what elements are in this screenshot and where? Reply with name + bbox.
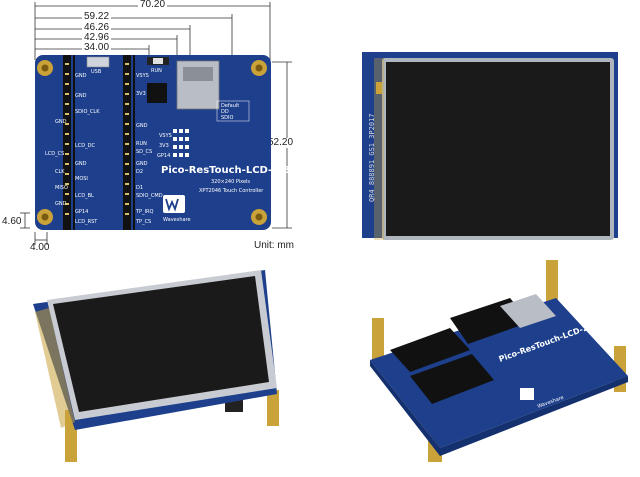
perspective-view-right: Pico-ResTouch-LCD-2.8 Waveshare [360, 258, 635, 468]
svg-text:GP14: GP14 [75, 209, 88, 215]
svg-text:DD: DD [221, 109, 229, 115]
svg-text:SDIO_CLK: SDIO_CLK [75, 109, 100, 115]
svg-text:CLK: CLK [55, 169, 65, 175]
dim-52-20: 52.20 [268, 137, 294, 148]
svg-text:RUN: RUN [136, 141, 147, 147]
dim-34-00: 34.00 [82, 42, 112, 53]
svg-text:SD_CS: SD_CS [136, 149, 152, 155]
svg-text:GND: GND [55, 201, 67, 207]
svg-text:MOSI: MOSI [75, 176, 88, 182]
left-pin-labels: GND GND SDIO_CLK GND LCD_DC LCD_CS GND C… [45, 73, 100, 225]
dim-42-96: 42.96 [82, 32, 112, 43]
run-label: RUN [151, 68, 162, 74]
usb-label: USB [91, 69, 102, 75]
svg-text:SDIO: SDIO [221, 115, 233, 121]
board-title: Pico-ResTouch-LCD-2.8 [161, 165, 290, 176]
fpc-text: QR4 888891 GS1 3P2017 [368, 113, 376, 202]
dim-59-22: 59.22 [82, 11, 112, 22]
svg-text:3V3: 3V3 [136, 91, 146, 97]
svg-text:LCD_CS: LCD_CS [45, 151, 64, 157]
svg-text:LCD_BL: LCD_BL [75, 193, 94, 199]
brand-label: Waveshare [163, 217, 191, 223]
dim-46-26: 46.26 [82, 22, 112, 33]
svg-text:D1: D1 [136, 185, 143, 191]
svg-text:GND: GND [75, 93, 87, 99]
mini-labels: Default DD SDIO [216, 100, 250, 122]
svg-text:GND: GND [75, 161, 87, 167]
svg-text:Default: Default [221, 103, 239, 109]
dimension-diagram: 70.20 59.22 46.26 42.96 34.00 52.20 4.60… [0, 0, 310, 253]
svg-text:SDIO_CMD: SDIO_CMD [136, 193, 163, 199]
board-subtitle-2: XPT2046 Touch Controller [199, 188, 264, 194]
mounting-holes [37, 60, 267, 225]
pcb-top-view: USB RUN GND GND SDIO_CLK GND LCD_DC LCD_… [35, 55, 290, 230]
perspective-view-left [15, 262, 315, 467]
svg-text:TP_CS: TP_CS [135, 219, 151, 225]
svg-text:D2: D2 [136, 169, 143, 175]
dim-4-60: 4.60 [2, 216, 22, 227]
svg-text:LCD_DC: LCD_DC [75, 143, 95, 149]
dim-70-20: 70.20 [138, 0, 168, 10]
svg-text:GND: GND [136, 161, 148, 167]
svg-text:VSYS: VSYS [159, 133, 172, 139]
svg-text:LCD_RST: LCD_RST [75, 219, 98, 225]
svg-text:GP14: GP14 [157, 153, 170, 159]
svg-text:GND: GND [136, 123, 148, 129]
front-screen-view: QR4 888891 GS1 3P2017 [360, 42, 622, 242]
waveshare-logo-icon [163, 195, 185, 213]
mid-pin-labels: VSYS 3V3 GP14 [157, 133, 172, 159]
svg-text:MISO: MISO [55, 185, 68, 191]
board-subtitle-1: 320×240 Pixels [211, 179, 250, 185]
unit-label: Unit: mm [254, 240, 294, 251]
svg-text:3V3: 3V3 [159, 143, 169, 149]
svg-text:GND: GND [75, 73, 87, 79]
right-pin-labels: VSYS 3V3 GND RUN SD_CS GND D2 D1 SDIO_CM… [135, 73, 163, 225]
svg-text:GND: GND [55, 119, 67, 125]
svg-text:VSYS: VSYS [136, 73, 149, 79]
svg-text:TP_IRQ: TP_IRQ [135, 209, 154, 215]
dim-4-00: 4.00 [30, 242, 50, 253]
